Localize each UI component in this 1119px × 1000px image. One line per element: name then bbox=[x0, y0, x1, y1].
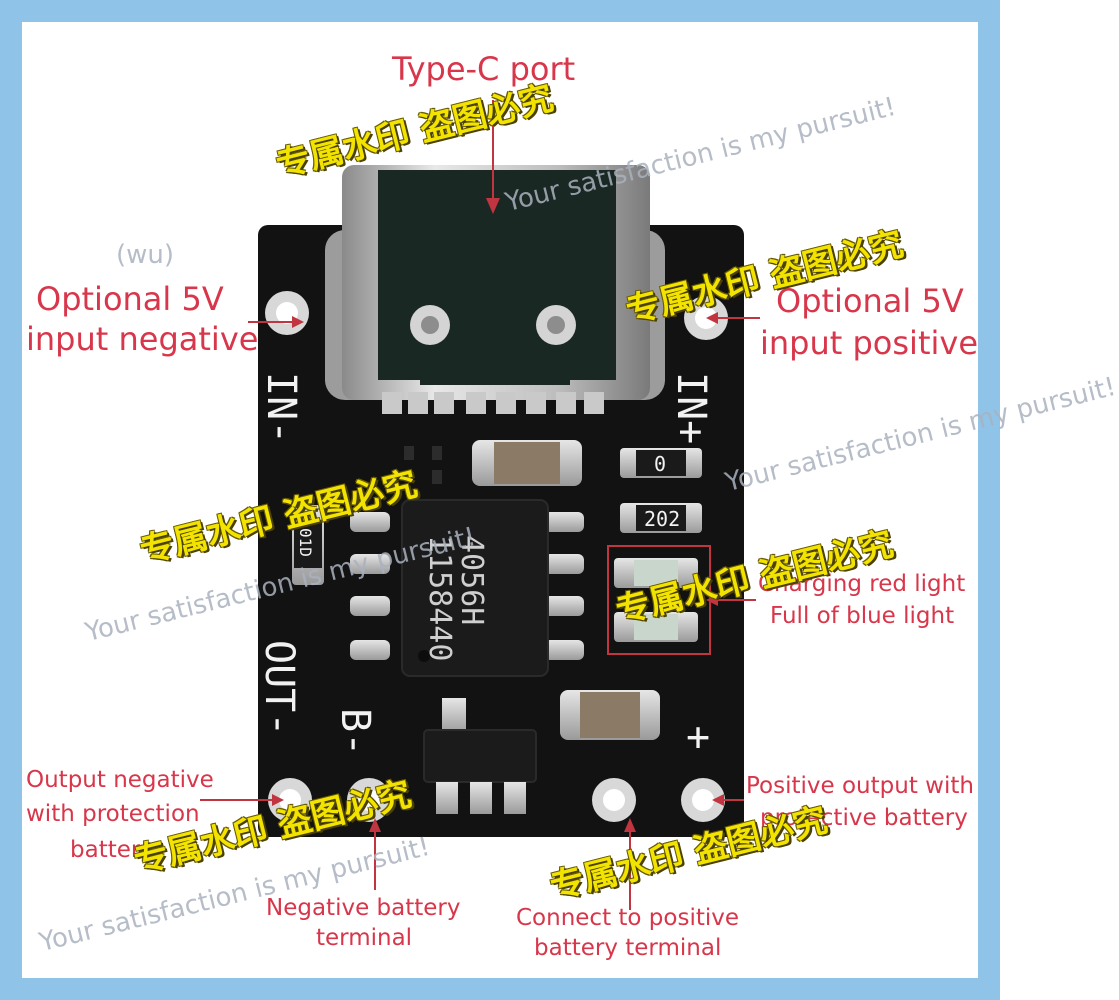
through-holes bbox=[265, 291, 728, 822]
label-optional-input-positive-line1: Optional 5V bbox=[776, 282, 964, 320]
label-full-blue-light: Full of blue light bbox=[770, 603, 955, 629]
label-output-negative-line3: battery bbox=[70, 837, 154, 863]
annotation-arrows bbox=[200, 100, 760, 910]
label-negative-battery-line1: Negative battery bbox=[266, 895, 461, 921]
resistor-marking-202: 202 bbox=[644, 507, 680, 531]
label-optional-input-negative-line2: input negative bbox=[26, 320, 259, 358]
label-positive-battery-line1: Connect to positive bbox=[516, 905, 740, 931]
passive-components bbox=[292, 440, 702, 740]
label-optional-input-negative-line1: Optional 5V bbox=[36, 280, 224, 318]
status-leds bbox=[607, 545, 711, 655]
sop8-chip bbox=[350, 499, 584, 677]
resistor-marking-01d: 01D bbox=[296, 528, 315, 557]
chip-marking-1: 4056H bbox=[454, 535, 489, 625]
sot23-transistor bbox=[423, 698, 537, 814]
label-positive-output-line2: protective battery bbox=[760, 805, 968, 831]
label-optional-input-positive-line2: input positive bbox=[760, 324, 978, 362]
watermark-short-1: (wu) bbox=[116, 240, 175, 270]
chip-marking-2: 1158440 bbox=[422, 535, 457, 661]
label-positive-battery-line2: battery terminal bbox=[534, 935, 722, 961]
label-charging-red-light: Charging red light bbox=[758, 571, 966, 597]
silk-in-pos: IN+ bbox=[668, 372, 714, 444]
label-output-negative-line2: with protection bbox=[26, 801, 200, 827]
label-output-negative-line1: Output negative bbox=[26, 767, 214, 793]
label-type-c-port: Type-C port bbox=[392, 50, 576, 88]
silk-b-neg: B- bbox=[332, 708, 378, 756]
resistor-marking-0: 0 bbox=[654, 452, 666, 476]
type-c-connector bbox=[325, 165, 665, 414]
label-positive-output-line1: Positive output with bbox=[746, 773, 974, 799]
label-negative-battery-line2: terminal bbox=[316, 925, 413, 951]
silk-in-neg: IN- bbox=[258, 372, 304, 444]
silk-out-neg: OUT- bbox=[256, 640, 302, 736]
silk-plus: + bbox=[686, 714, 710, 760]
pcb-board-illustration: IN- IN+ OUT- B- + 4056H 1158440 0 202 01… bbox=[200, 100, 760, 910]
